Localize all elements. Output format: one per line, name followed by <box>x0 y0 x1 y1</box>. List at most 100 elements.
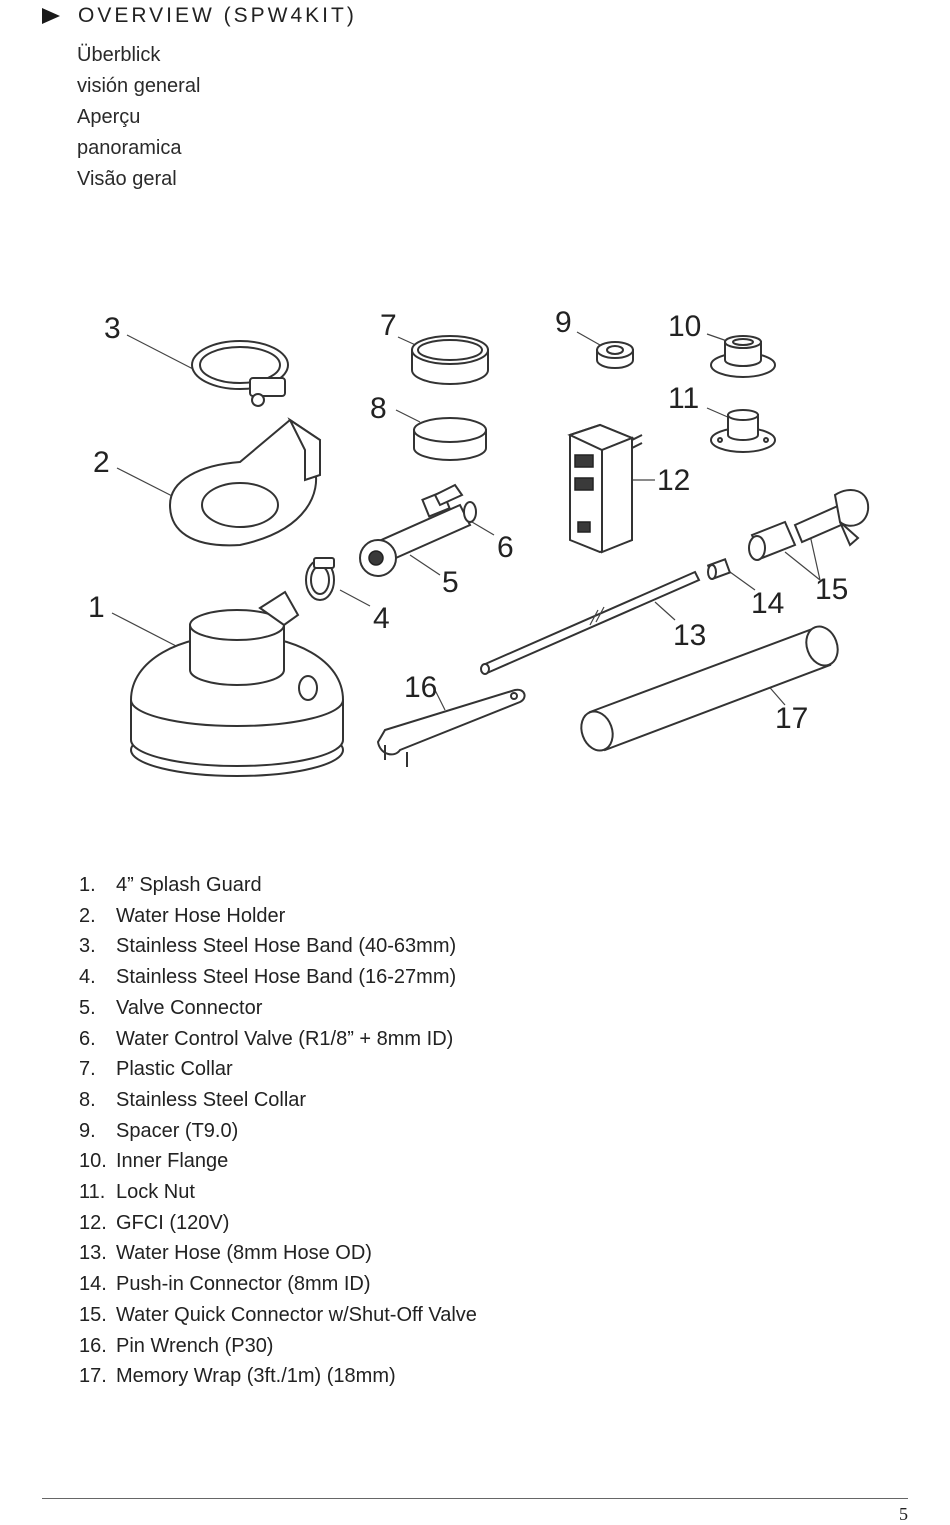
item-number: 12. <box>79 1211 107 1234</box>
item-label: Stainless Steel Collar <box>116 1088 307 1111</box>
item-label: Water Quick Connector w/Shut-Off Valve <box>116 1303 477 1326</box>
item-label: Stainless Steel Hose Band (40-63mm) <box>116 935 457 958</box>
list-item: 5. Valve Connector <box>79 993 477 1024</box>
callout-2: 2 <box>93 446 110 479</box>
item-label: 4” Splash Guard <box>116 874 262 896</box>
item-label: GFCI (120V) <box>116 1211 230 1234</box>
spacer-drawing <box>596 341 634 369</box>
callout-8: 8 <box>370 392 387 425</box>
valve-drawing <box>359 483 477 577</box>
pin-wrench-drawing <box>376 688 526 767</box>
leader-lines <box>111 331 821 711</box>
translation-de: Überblick <box>77 44 161 66</box>
list-item: 6. Water Control Valve (R1/8” + 8mm ID) <box>79 1024 477 1055</box>
item-number: 15. <box>79 1303 107 1326</box>
item-label: Stainless Steel Hose Band (16-27mm) <box>116 966 457 989</box>
callout-16: 16 <box>404 671 437 704</box>
item-number: 3. <box>79 935 96 958</box>
item-label: Inner Flange <box>116 1150 229 1173</box>
item-label: Valve Connector <box>116 996 263 1019</box>
item-number: 7. <box>79 1058 96 1081</box>
item-label: Push-in Connector (8mm ID) <box>116 1273 371 1296</box>
list-item: 3. Stainless Steel Hose Band (40-63mm) <box>79 931 477 962</box>
callout-5: 5 <box>442 566 459 599</box>
splash-guard-drawing <box>129 590 345 777</box>
quick-connector-drawing <box>748 489 870 561</box>
section-header: OVERVIEW (SPW4KIT) <box>42 4 357 28</box>
item-number: 6. <box>79 1027 96 1050</box>
item-label: Water Control Valve (R1/8” + 8mm ID) <box>116 1027 454 1050</box>
list-item: 14. Push-in Connector (8mm ID) <box>79 1269 477 1300</box>
callout-10: 10 <box>668 310 701 343</box>
list-item: 2. Water Hose Holder <box>79 901 477 932</box>
item-number: 11. <box>79 1181 106 1204</box>
translation-it: panoramica <box>77 137 182 159</box>
title-translations: Überblick visión general Aperçu panorami… <box>77 40 200 195</box>
callout-4: 4 <box>373 602 390 635</box>
translation-fr: Aperçu <box>77 106 141 128</box>
item-label: Lock Nut <box>116 1181 195 1204</box>
callout-3: 3 <box>104 312 121 345</box>
item-number: 4. <box>79 966 96 989</box>
list-item: 4. Stainless Steel Hose Band (16-27mm) <box>79 962 477 993</box>
callout-11: 11 <box>668 382 699 415</box>
item-number: 1. <box>79 874 96 896</box>
item-label: Spacer (T9.0) <box>116 1119 239 1142</box>
inner-flange-drawing <box>710 335 776 378</box>
item-label: Water Hose (8mm Hose OD) <box>116 1242 372 1265</box>
translation-pt: Visão geral <box>77 168 177 190</box>
callout-1: 1 <box>88 591 105 624</box>
callout-12: 12 <box>657 464 690 497</box>
list-item: 9. Spacer (T9.0) <box>79 1116 477 1147</box>
list-item: 10. Inner Flange <box>79 1146 477 1177</box>
page-number: 5 <box>899 1504 908 1524</box>
large-hose-band-drawing <box>191 340 289 407</box>
list-item: 17. Memory Wrap (3ft./1m) (18mm) <box>79 1361 477 1392</box>
callout-15: 15 <box>815 573 848 606</box>
list-item: 8. Stainless Steel Collar <box>79 1085 477 1116</box>
item-label: Pin Wrench (P30) <box>116 1334 274 1357</box>
callout-14: 14 <box>751 587 784 620</box>
list-item: 16. Pin Wrench (P30) <box>79 1331 477 1362</box>
item-number: 2. <box>79 904 96 927</box>
lock-nut-drawing <box>710 409 776 453</box>
item-label: Plastic Collar <box>116 1058 233 1081</box>
water-hose-drawing <box>480 570 701 675</box>
exploded-parts-diagram: 1 2 3 4 5 6 7 8 9 10 11 12 13 14 15 16 1… <box>0 290 950 800</box>
item-number: 13. <box>79 1242 107 1265</box>
translation-es: visión general <box>77 75 201 97</box>
callout-7: 7 <box>380 309 397 342</box>
callout-9: 9 <box>555 306 572 339</box>
plastic-collar-drawing <box>411 335 489 385</box>
list-item: 11. Lock Nut <box>79 1177 477 1208</box>
item-number: 10. <box>79 1150 107 1173</box>
small-hose-band-drawing <box>305 557 335 601</box>
water-hose-holder-drawing <box>168 417 322 547</box>
push-in-connector-drawing <box>706 558 732 580</box>
list-item: 13. Water Hose (8mm Hose OD) <box>79 1238 477 1269</box>
item-number: 5. <box>79 996 96 1019</box>
item-label: Memory Wrap (3ft./1m) (18mm) <box>116 1365 396 1388</box>
item-number: 17. <box>79 1365 107 1388</box>
callout-13: 13 <box>673 619 706 652</box>
section-title: OVERVIEW (SPW4KIT) <box>78 4 357 27</box>
item-label: Water Hose Holder <box>116 904 286 927</box>
callout-17: 17 <box>775 702 808 735</box>
list-item: 7. Plastic Collar <box>79 1054 477 1085</box>
item-number: 9. <box>79 1119 96 1142</box>
callout-6: 6 <box>497 531 514 564</box>
list-item: 12. GFCI (120V) <box>79 1208 477 1239</box>
parts-illustration: 1 2 3 4 5 6 7 8 9 10 11 12 13 14 15 16 1… <box>88 306 870 777</box>
triangle-bullet-icon <box>42 8 60 24</box>
callout-numbers: 1 2 3 4 5 6 7 8 9 10 11 12 13 14 15 16 1… <box>88 306 848 735</box>
gfci-drawing <box>567 423 643 554</box>
list-item: 1. 4” Splash Guard <box>79 870 477 901</box>
parts-list: 1. 4” Splash Guard 2. Water Hose Holder 3.… <box>79 870 477 1392</box>
item-number: 8. <box>79 1088 96 1111</box>
memory-wrap-drawing <box>580 625 839 752</box>
item-number: 16. <box>79 1334 107 1357</box>
footer-divider <box>42 1498 908 1499</box>
item-number: 14. <box>79 1273 107 1296</box>
steel-collar-drawing <box>413 417 487 461</box>
list-item: 15. Water Quick Connector w/Shut-Off Valv… <box>79 1300 477 1331</box>
